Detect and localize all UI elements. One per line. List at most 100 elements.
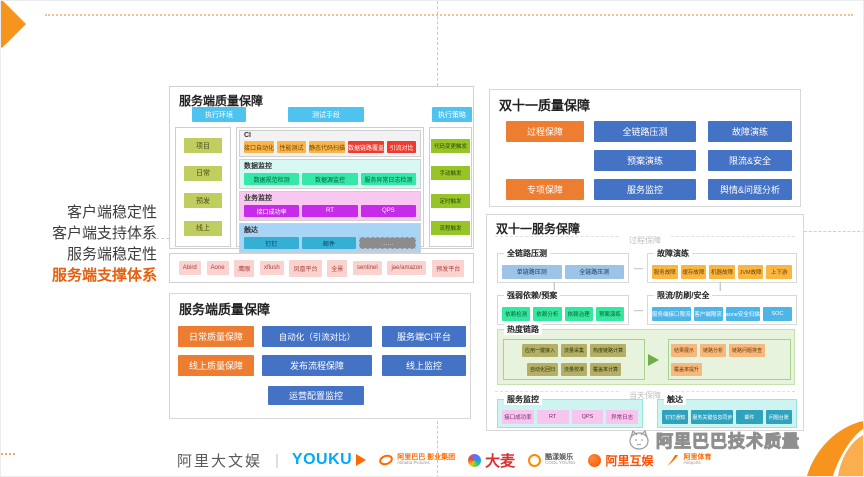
ratelimit-box: 客户端限流 xyxy=(693,306,723,321)
ci-box: 性能测试 xyxy=(277,141,306,153)
trigger-box: 流程触发 xyxy=(431,221,470,236)
brand-coolyoung: 酷漾娱乐 COOL YOUNG xyxy=(528,453,575,467)
fulllink-test-box: 全链路压测 xyxy=(594,121,696,142)
cat-head-icon xyxy=(629,429,649,450)
tech-quality-watermark: 阿里巴巴技术质量 xyxy=(627,427,800,452)
fulllink-box: 单链路压测 xyxy=(502,264,562,279)
brand-youku: YOUKU xyxy=(292,451,367,469)
data-monitor-box: 数据规范检测 xyxy=(244,173,300,185)
platform-box: 预发平台 xyxy=(432,259,465,277)
monitor-box: 异常日志 xyxy=(606,410,638,424)
group-label: 全链路压测 xyxy=(504,248,550,259)
fault-box: JVM故障 xyxy=(737,264,764,279)
dependency-box: 依赖检测 xyxy=(502,306,531,321)
online-monitor-box: 线上监控 xyxy=(382,355,466,376)
process-guarantee-box: 过程保障 xyxy=(506,121,584,142)
guide-line-horizontal-left xyxy=(91,238,169,239)
server-quality-bottom-panel: 服务端质量保障 日常质量保障 自动化（引流对比） 服务端CI平台 线上质量保障 … xyxy=(169,293,471,419)
label-client-support: 客户端支持体系 xyxy=(51,225,157,242)
biz-monitor-box: QPS xyxy=(360,205,416,217)
group-label: 故障演练 xyxy=(654,248,692,259)
group-label: 服务监控 xyxy=(504,394,542,405)
ratelimit-box: aone安全扫描 xyxy=(725,306,760,321)
fault-box: 服务故障 xyxy=(652,264,678,279)
huyu-icon xyxy=(588,453,602,467)
group-label: 限流/防刷/安全 xyxy=(654,290,713,301)
hot-box: 覆盖率计算 xyxy=(590,362,622,376)
ci-box: 接口自动化 xyxy=(244,141,275,153)
alibaba-pictures-icon xyxy=(379,454,394,466)
trigger-box: 定时触发 xyxy=(431,193,470,208)
fault-drill-box: 故障演练 xyxy=(708,121,792,142)
left-label-block: 客户端稳定性 客户端支持体系 服务端稳定性 服务端支撑体系 xyxy=(5,202,157,286)
hot-box: 流量采集 xyxy=(560,343,587,357)
reach-box: 服务关键信息同步 xyxy=(691,410,734,424)
process-watermark: 过程保障 xyxy=(495,236,795,255)
server-quality-panel: 服务端质量保障 执行环境 测试手段 执行策略 项目 日常 预发 线上 CI 接口… xyxy=(169,86,474,253)
pipe-connector: | xyxy=(553,281,556,291)
trigger-box: 手动触发 xyxy=(431,166,470,181)
exec-strategy-box: 执行策略 xyxy=(432,107,472,122)
platform-box: Aone xyxy=(206,261,229,275)
release-process-box: 发布流程保障 xyxy=(262,355,372,376)
dash-connector: — xyxy=(634,263,643,273)
platform-box: sentinel xyxy=(353,261,382,275)
hot-box: 热度链路计算 xyxy=(590,343,627,357)
reach-box: 邮件 xyxy=(736,410,763,424)
reach-label: 触达 xyxy=(244,227,258,234)
platform-row: Abird Aone 鹰眼 xflush 凤凰平台 全景 sentinel ja… xyxy=(169,253,474,283)
opinion-analysis-box: 舆情&问题分析 xyxy=(708,179,792,200)
corner-swoosh-decoration xyxy=(807,421,863,476)
daily-quality-box: 日常质量保障 xyxy=(178,326,254,347)
stage-box: 日常 xyxy=(184,165,222,181)
stage-box: 预发 xyxy=(184,193,222,209)
reach-box: 钉钉通知 xyxy=(662,410,689,424)
panel-title: 服务端质量保障 xyxy=(179,94,264,108)
ci-section: CI 接口自动化 性能测试 静态代码扫描 数据链路覆盖 引流对比 xyxy=(239,130,421,157)
footer-dash-decoration xyxy=(1,453,15,455)
guide-line-vertical-top xyxy=(437,1,438,86)
reach-group: 触达 钉钉通知 服务关键信息同步 邮件 问题台账 xyxy=(657,394,797,428)
pipe-connector: | xyxy=(719,281,722,291)
dependency-box: 依赖治理 xyxy=(564,306,593,321)
double11-service-panel: 双十一服务保障 过程保障 全链路压测 单链路压测 全链路压测 — 故障演练 服务… xyxy=(486,214,804,431)
ratelimit-box: SOC xyxy=(762,306,793,321)
dash-connector: — xyxy=(634,305,643,315)
hot-box: 流量校准 xyxy=(560,362,587,376)
ci-box: 引流对比 xyxy=(387,141,417,153)
ci-box: 静态代码扫描 xyxy=(309,141,346,153)
monitor-box: RT xyxy=(536,410,569,424)
fault-box: 机器故障 xyxy=(709,264,735,279)
exec-env-box: 执行环境 xyxy=(192,107,246,122)
platform-box: 全景 xyxy=(327,259,348,277)
server-ci-box: 服务端CI平台 xyxy=(382,326,466,347)
hot-box: 自动化回归 xyxy=(526,362,558,376)
brand-damai: 大麦 xyxy=(468,450,515,471)
group-label: 触达 xyxy=(664,394,686,405)
ratelimit-security-box: 限流&安全 xyxy=(708,150,792,171)
trigger-column: 代码变更触发 手动触发 定时触发 流程触发 xyxy=(429,127,472,247)
brand-alisports: 阿里体育 Alisports xyxy=(666,454,711,467)
hot-result-box: 结果展示 xyxy=(671,343,698,357)
ratelimit-group: 限流/防刷/安全 服务端接口限流 客户端限流 aone安全扫描 SOC xyxy=(647,290,797,325)
corner-diamond-decoration xyxy=(1,1,27,49)
pipeline-box: CI 接口自动化 性能测试 静态代码扫描 数据链路覆盖 引流对比 数据监控 数据… xyxy=(236,127,424,253)
biz-monitor-box: RT xyxy=(302,205,358,217)
fulllink-group: 全链路压测 单链路压测 全链路压测 xyxy=(497,248,629,283)
ratelimit-box: 服务端接口限流 xyxy=(652,306,691,321)
ops-config-monitor-box: 运营配置监控 xyxy=(268,386,364,405)
brand-separator: | xyxy=(275,451,279,469)
platform-box: jae/amazon xyxy=(387,261,427,275)
hot-link-group: 热度链路 应用一键接入 流量采集 热度链路计算 自动化回归 流量校准 覆盖率计算… xyxy=(497,324,795,385)
stage-box: 项目 xyxy=(184,138,222,154)
panel-title: 双十一服务保障 xyxy=(496,222,581,236)
online-quality-box: 线上质量保障 xyxy=(178,355,254,376)
group-label: 强弱依赖/预案 xyxy=(504,290,561,301)
dependency-group: 强弱依赖/预案 依赖检测 依赖分析 依赖治理 预案演练 xyxy=(497,290,629,325)
hot-link-input-box: 应用一键接入 流量采集 热度链路计算 自动化回归 流量校准 覆盖率计算 xyxy=(503,339,645,380)
panel-title: 服务端质量保障 xyxy=(179,302,271,317)
reach-box: 钉钉 xyxy=(244,237,299,249)
data-monitor-box: 数据源监控 xyxy=(302,173,358,185)
label-client-stability: 客户端稳定性 xyxy=(66,204,157,221)
